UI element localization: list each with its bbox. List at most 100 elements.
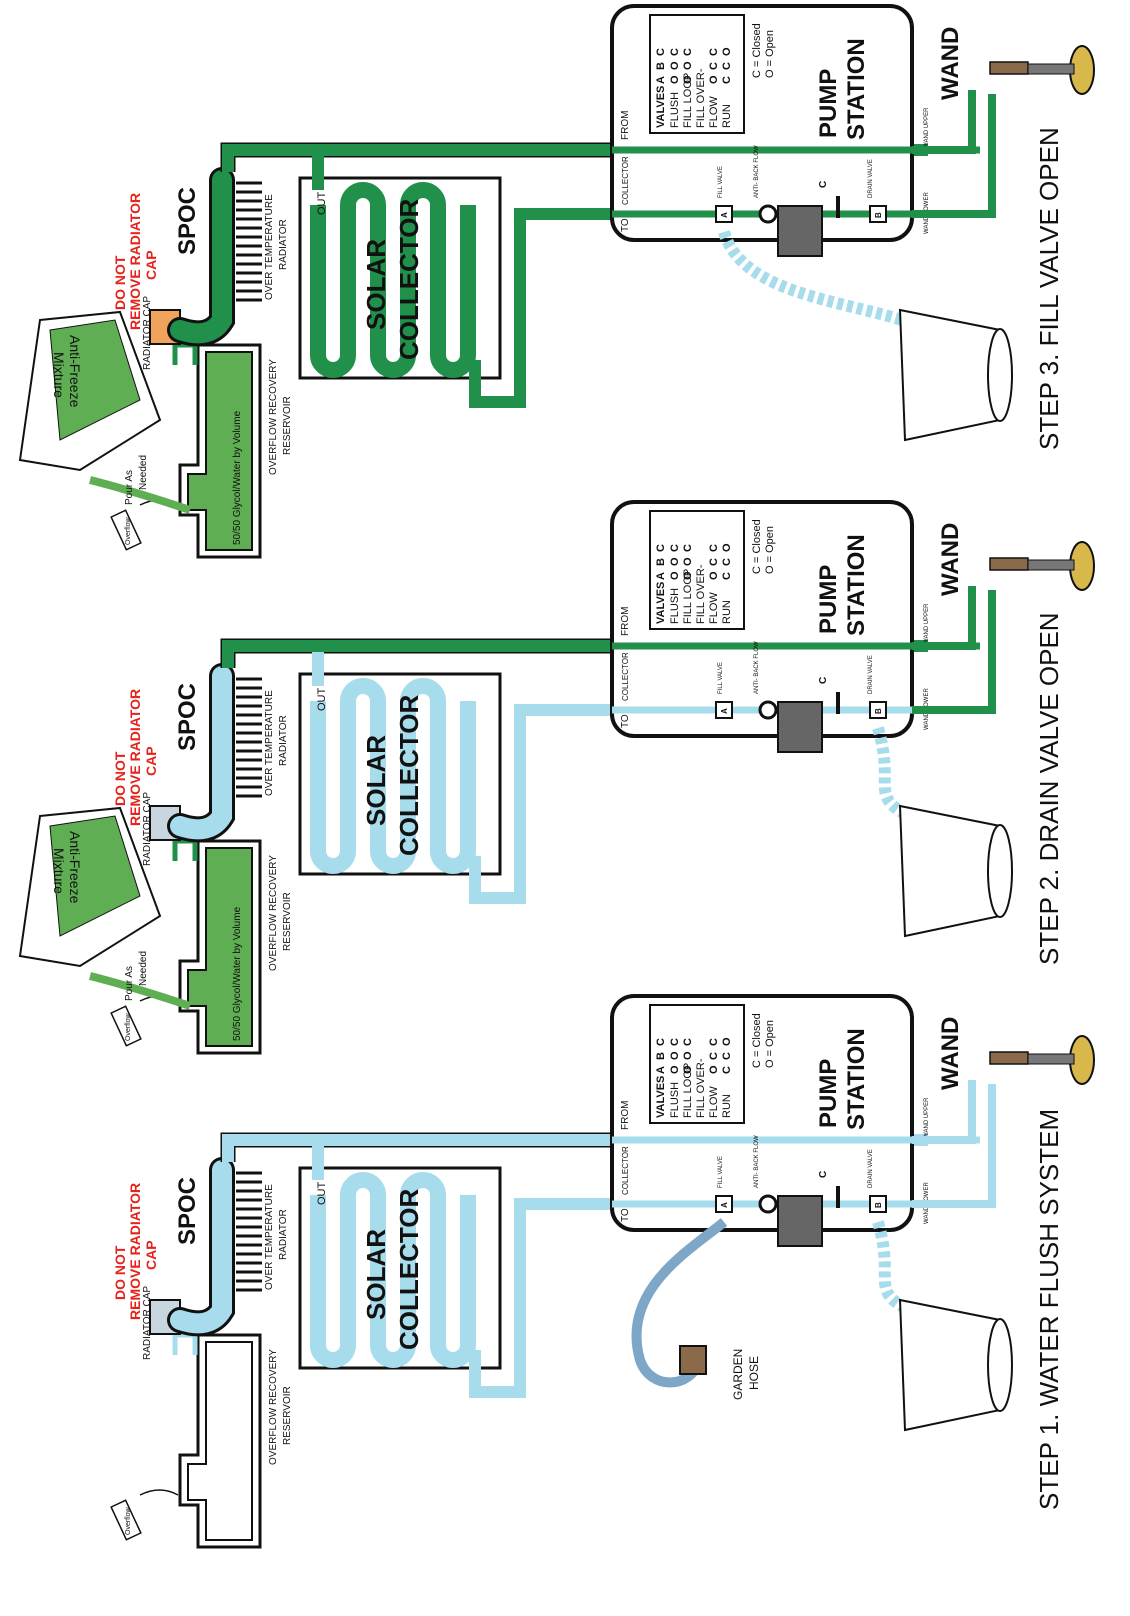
valve-table-row-c: C <box>669 48 681 56</box>
reservoir-connector <box>172 838 198 861</box>
valve-table-row-name: FLOW <box>708 1086 720 1118</box>
c-valve <box>836 1186 840 1208</box>
radiator-body <box>170 170 232 344</box>
do-not-remove-label: DO NOT <box>112 1245 128 1300</box>
spigot-body <box>989 557 1029 571</box>
valve-table-header: VALVES <box>655 1076 667 1118</box>
closed-legend: C = Closed <box>751 23 763 78</box>
valve-table-row-c: C <box>708 48 720 56</box>
c-valve <box>836 196 840 218</box>
antifreeze-label-panel <box>49 319 141 441</box>
overflow-cap <box>110 1005 142 1047</box>
fill-valve-letter: A <box>720 212 729 218</box>
to-label: TO <box>620 714 631 728</box>
overflow-cap-label: Overflow <box>125 516 132 545</box>
valve-table-row-c: C <box>682 48 694 56</box>
to-label: TO <box>620 218 631 232</box>
valve-table-row-b: O <box>682 1051 694 1060</box>
do-not-remove-label-3: CAP <box>143 746 159 776</box>
valve-table-header-b: B <box>655 558 667 566</box>
valve-table-row-a: O <box>708 75 720 84</box>
valve-table-row-a: O <box>669 571 681 580</box>
bucket <box>898 804 1001 938</box>
fill-valve-letter: A <box>720 1202 729 1208</box>
over-temp-label-2: RADIATOR <box>278 219 289 270</box>
valve-table-row-name: FLOW <box>708 592 720 624</box>
drain-valve-letter: B <box>874 212 883 218</box>
valve-table-row-name: FLOW <box>708 96 720 128</box>
solar-label: SOLAR <box>361 239 391 330</box>
closed-legend: C = Closed <box>751 1013 763 1068</box>
reservoir-connector <box>172 342 198 365</box>
drain-valve-label: DRAIN VALVE <box>868 655 874 694</box>
drain-valve-letter: B <box>874 1202 883 1208</box>
wand-pipes <box>912 586 996 714</box>
anti-back-flow-valve <box>758 700 778 720</box>
valve-table-row-c: C <box>708 1038 720 1046</box>
pump-label: PUMP <box>815 565 842 634</box>
valve-table-row-a: O <box>682 75 694 84</box>
fill-valve-label: FILL VALVE <box>718 1156 724 1188</box>
do-not-remove-label-2: REMOVE RADIATOR <box>127 193 143 330</box>
pour-label: Pour As <box>124 470 135 505</box>
pump-body <box>777 701 823 753</box>
fill-valve-label: FILL VALVE <box>718 662 724 694</box>
overflow-cap <box>110 509 142 551</box>
over-temp-label-2: RADIATOR <box>278 1209 289 1260</box>
from-label: FROM <box>620 111 631 140</box>
c-valve-label: C <box>818 181 829 188</box>
wand-upper-label: WAND UPPER <box>924 107 930 148</box>
drain-valve <box>869 1195 887 1213</box>
valve-table-row-name: FILL OVER- <box>695 1058 707 1118</box>
valve-table-row-a: C <box>721 76 733 84</box>
valve-table-row-name: FILL LOOP <box>682 1063 694 1118</box>
c-valve <box>836 692 840 714</box>
valve-table-row-name: FLUSH <box>669 588 681 624</box>
overflow-reservoir-label-2: RESERVOIR <box>282 396 293 455</box>
valve-table-header: VALVES <box>655 582 667 624</box>
pour-stream <box>89 476 192 514</box>
open-legend: O = Open <box>764 526 776 574</box>
valve-table-row-c: C <box>669 544 681 552</box>
pump-label: PUMP <box>815 1059 842 1128</box>
pour-label-2: Needed <box>138 455 149 490</box>
pour-label: Pour As <box>124 966 135 1001</box>
anti-back-flow-valve <box>758 1194 778 1214</box>
valve-table-row-a: O <box>708 1065 720 1074</box>
valve-table-row-b: C <box>721 1052 733 1060</box>
collector-in-pipe <box>469 704 620 904</box>
valve-table-header-a: A <box>655 76 667 84</box>
station-label: STATION <box>843 1028 870 1130</box>
collector-small-label: COLLECTOR <box>621 652 630 701</box>
anti-back-flow-label: ANTI- BACK FLOW <box>754 145 760 198</box>
step-3-label: STEP 3. FILL VALVE OPEN <box>1034 127 1064 450</box>
do-not-remove-label-3: CAP <box>143 1240 159 1270</box>
fill-valve-letter: A <box>720 708 729 714</box>
valve-table-row-b: O <box>669 61 681 70</box>
drain-valve-letter: B <box>874 708 883 714</box>
do-not-remove-label: DO NOT <box>112 255 128 310</box>
station-label: STATION <box>843 534 870 636</box>
anti-back-flow-valve <box>758 204 778 224</box>
do-not-remove-label-2: REMOVE RADIATOR <box>127 689 143 826</box>
valve-table-box <box>649 1004 745 1124</box>
overflow-reservoir-label: OVERFLOW RECOVERY <box>268 1349 279 1465</box>
c-valve-label: C <box>818 1171 829 1178</box>
drain-valve-label: DRAIN VALVE <box>868 1149 874 1188</box>
anti-back-flow-label: ANTI- BACK FLOW <box>754 641 760 694</box>
antifreeze-label-panel <box>49 815 141 937</box>
valve-table-row-b: O <box>669 557 681 566</box>
spigot-stem <box>1027 1053 1075 1065</box>
pour-label-2: Needed <box>138 951 149 986</box>
c-valve-label: C <box>818 677 829 684</box>
valve-table-row-a: O <box>669 75 681 84</box>
valve-table-row-name: FILL LOOP <box>682 73 694 128</box>
drain-valve <box>869 701 887 719</box>
out-label: OUT <box>316 688 328 712</box>
out-label: OUT <box>316 1182 328 1206</box>
garden-hose <box>631 1218 728 1388</box>
valve-table-row-a: O <box>669 1065 681 1074</box>
antifreeze-label-2: Mixture <box>51 848 67 894</box>
valve-table-header-a: A <box>655 572 667 580</box>
valve-table-header: VALVES <box>655 86 667 128</box>
